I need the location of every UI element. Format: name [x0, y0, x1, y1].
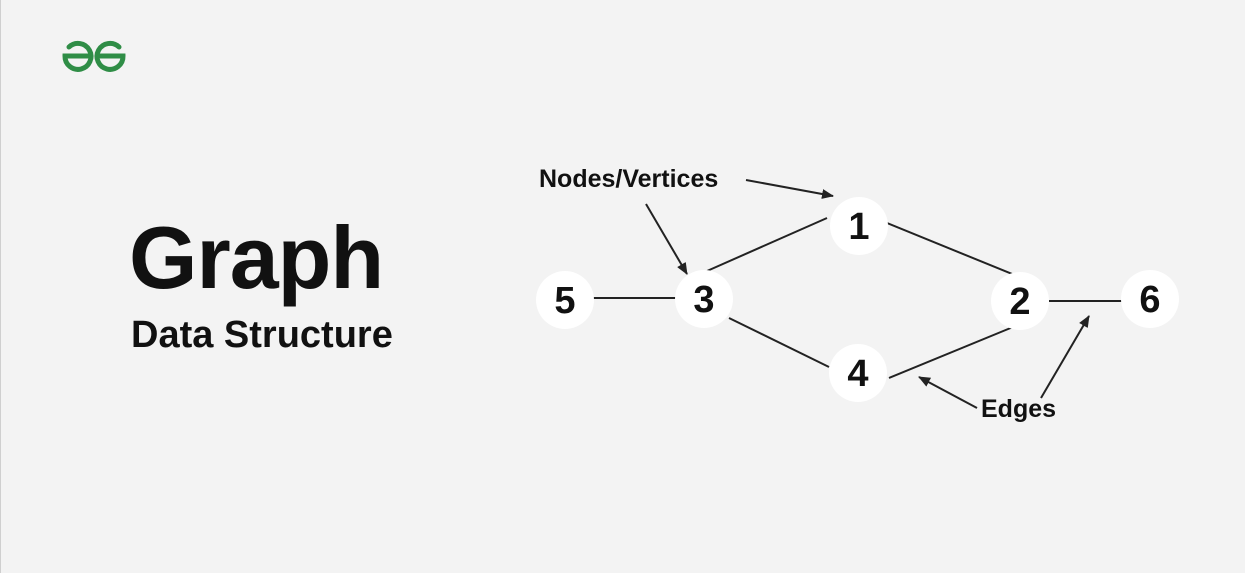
- node-3-label: 3: [693, 279, 714, 321]
- node-1-circle: [830, 197, 888, 255]
- node-5-label: 5: [554, 280, 575, 322]
- nodes-arrow-to-1: [745, 179, 834, 199]
- node-2-circle: [991, 272, 1049, 330]
- edge-3-1: [706, 217, 828, 272]
- node-4-label: 4: [847, 353, 868, 395]
- node-6: 6: [1121, 270, 1179, 328]
- nodes-arrow-to-3: [645, 203, 688, 275]
- node-5: 5: [536, 271, 594, 329]
- page-subtitle: Data Structure: [131, 314, 393, 356]
- edges-label: Edges: [981, 395, 1056, 423]
- node-1: 1: [830, 197, 888, 255]
- node-5-circle: [536, 271, 594, 329]
- geeksforgeeks-logo-icon: [62, 40, 126, 72]
- title-block: Graph Data Structure: [129, 208, 469, 357]
- nodes-vertices-label: Nodes/Vertices: [539, 165, 718, 193]
- edges-arrow-to-2-6: [1040, 315, 1090, 399]
- edge-1-2: [886, 222, 1018, 277]
- node-3-circle: [675, 270, 733, 328]
- node-6-label: 6: [1139, 279, 1160, 321]
- edge-3-4: [728, 317, 830, 368]
- node-2: 2: [991, 272, 1049, 330]
- node-6-circle: [1121, 270, 1179, 328]
- node-3: 3: [675, 270, 733, 328]
- edge-4-2: [888, 326, 1014, 379]
- node-1-label: 1: [848, 206, 869, 248]
- node-2-label: 2: [1009, 281, 1030, 323]
- node-4: 4: [829, 344, 887, 402]
- node-4-circle: [829, 344, 887, 402]
- page-title: Graph: [129, 208, 384, 307]
- edges-arrow-to-4-2: [918, 376, 978, 409]
